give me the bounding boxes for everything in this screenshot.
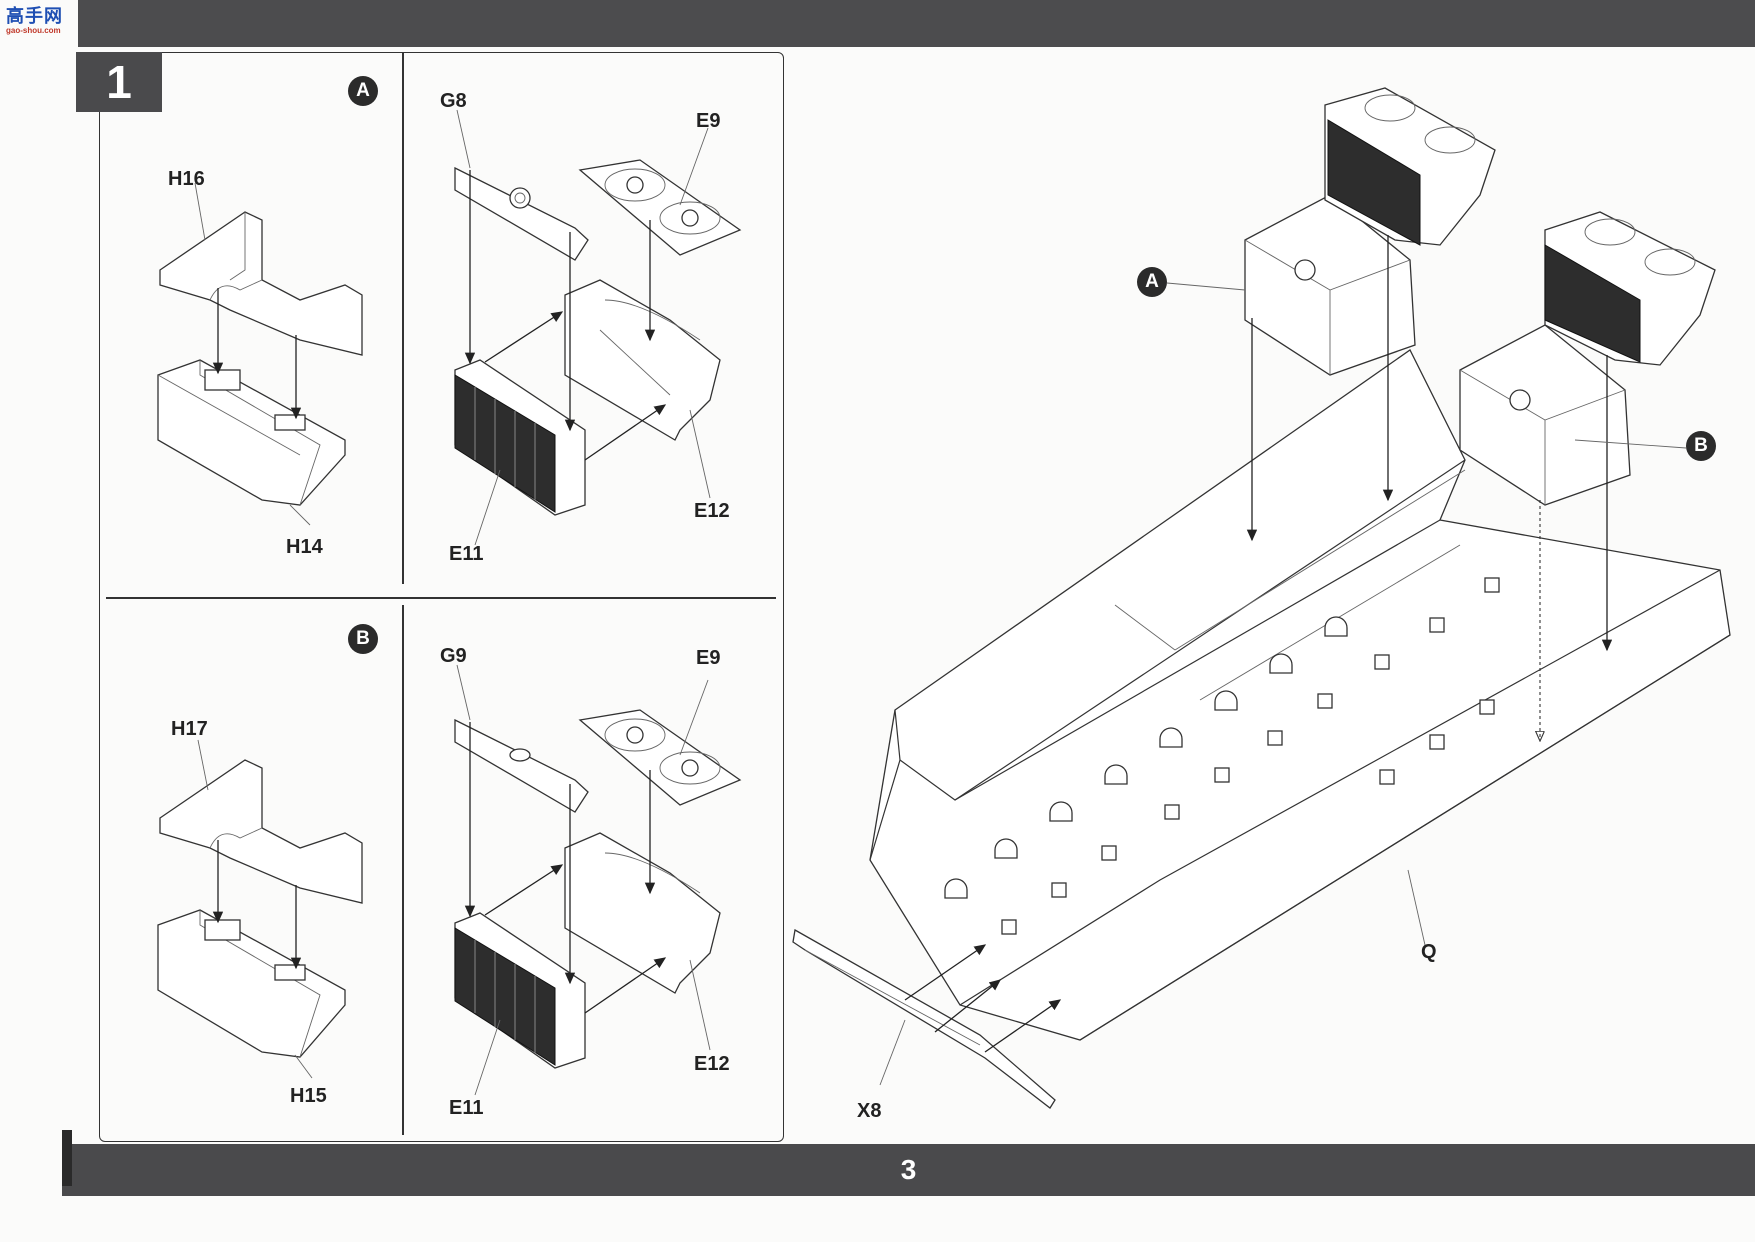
- part-H15-drawing: [157, 909, 346, 1058]
- subassembly-B-marker: B: [348, 624, 378, 654]
- hull-brackets: [1001, 577, 1500, 935]
- part-E11-drawing-b: [454, 912, 586, 1069]
- label-E12-b: E12: [694, 1053, 730, 1075]
- subassembly-A-marker: A: [348, 76, 378, 106]
- step-number: 1: [106, 56, 132, 108]
- site-logo: 高手网 gao-shou.com: [6, 6, 70, 40]
- part-H17-drawing: [159, 759, 363, 904]
- frame-horizontal-divider: [106, 597, 776, 599]
- part-E9-drawing: [578, 159, 742, 256]
- part-E12-drawing-b: [564, 832, 721, 994]
- logo-url: gao-shou.com: [6, 26, 61, 35]
- label-E9: E9: [696, 110, 721, 132]
- radiator-assembly-B: [1459, 211, 1716, 506]
- part-H16-drawing: [159, 211, 363, 356]
- hull-road-wheel-arches: [944, 616, 1348, 899]
- part-G8-drawing: [454, 166, 589, 261]
- label-H17: H17: [171, 718, 208, 740]
- label-G9: G9: [440, 645, 467, 667]
- part-E12-drawing: [564, 279, 721, 441]
- logo-text: 高手网: [6, 6, 63, 26]
- main-marker-A: A: [1137, 267, 1167, 297]
- label-H14: H14: [286, 536, 323, 558]
- label-H16: H16: [168, 168, 205, 190]
- subassembly-frame: [99, 52, 784, 1142]
- part-H14-drawing: [157, 359, 346, 506]
- footer-band: 3: [62, 1130, 1755, 1196]
- step-number-box: 1: [76, 52, 162, 112]
- label-Q: Q: [1421, 941, 1437, 963]
- label-G8: G8: [440, 90, 467, 112]
- label-E11-b: E11: [449, 1097, 484, 1119]
- part-E11-drawing: [454, 359, 586, 516]
- label-E9-b: E9: [696, 647, 721, 669]
- page-number: 3: [900, 1154, 917, 1185]
- part-E9-drawing-b: [578, 709, 742, 806]
- frame-vertical-divider-bottom: [402, 605, 404, 1135]
- label-X8: X8: [857, 1100, 882, 1122]
- label-H15: H15: [290, 1085, 327, 1107]
- label-E11: E11: [449, 543, 484, 565]
- part-G9-drawing: [454, 718, 589, 813]
- frame-vertical-divider-top: [402, 52, 404, 584]
- header-band: [0, 0, 1755, 47]
- radiator-assembly-A: [1244, 87, 1496, 376]
- plate-X8-drawing: [792, 928, 1056, 1109]
- label-E12: E12: [694, 500, 730, 522]
- main-marker-B: B: [1686, 431, 1716, 461]
- hull-Q-drawing: [869, 349, 1731, 1041]
